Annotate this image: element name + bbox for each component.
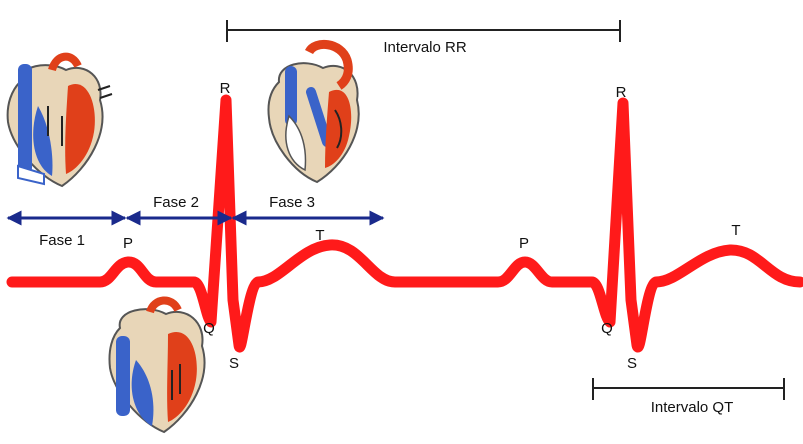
label-q2: Q (601, 320, 613, 337)
label-s2: S (627, 355, 637, 372)
label-phase2: Fase 2 (153, 194, 199, 211)
label-p1: P (123, 235, 133, 252)
heart-phase2-icon (109, 300, 204, 432)
heart-phase1-icon (8, 57, 112, 186)
label-qt-interval: Intervalo QT (651, 399, 734, 416)
label-t2: T (731, 222, 740, 239)
label-q1: Q (203, 320, 215, 337)
label-t1: T (315, 227, 324, 244)
label-r2: R (616, 84, 627, 101)
ecg-trace (12, 100, 800, 347)
label-r1: R (220, 80, 231, 97)
label-rr-interval: Intervalo RR (383, 39, 467, 56)
heart-phase3-icon (268, 44, 358, 182)
label-s1: S (229, 355, 239, 372)
label-p2: P (519, 235, 529, 252)
label-phase1: Fase 1 (39, 232, 85, 249)
qt-interval-bracket (593, 378, 784, 400)
label-phase3: Fase 3 (269, 194, 315, 211)
